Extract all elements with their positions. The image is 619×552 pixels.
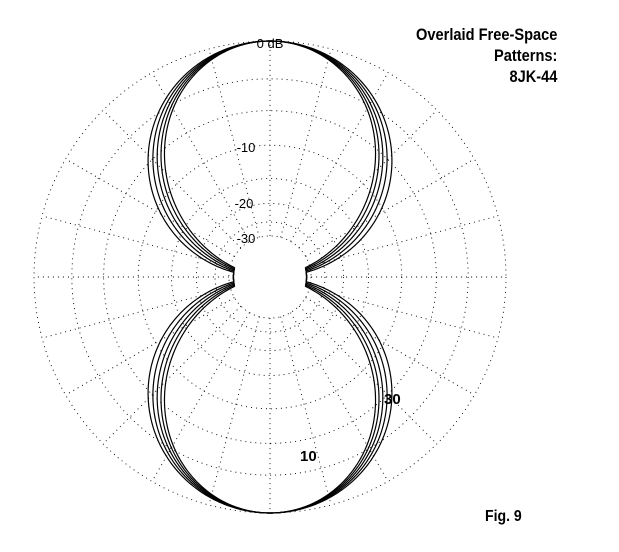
grid-ring	[214, 221, 326, 333]
ring-label-minus20: -20	[235, 196, 254, 211]
grid-spoke	[305, 158, 475, 257]
grid-spoke	[65, 158, 235, 257]
grid-spoke	[280, 48, 332, 238]
title-line-3: 8JK-44	[509, 67, 557, 86]
grid-ring	[228, 235, 312, 319]
grid-spoke	[298, 109, 438, 249]
grid-spoke	[298, 305, 438, 445]
series-annotations: 30 10	[300, 391, 401, 465]
grid-spoke	[305, 297, 475, 396]
annotation-10: 10	[300, 448, 317, 465]
annotation-30: 30	[384, 391, 401, 408]
title-line-2: Patterns:	[493, 46, 557, 65]
figure-label: Fig. 9	[485, 508, 522, 525]
grid-ring	[33, 40, 507, 514]
grid-ring	[71, 78, 469, 476]
grid-ring	[195, 202, 345, 352]
grid-spoke	[102, 305, 242, 445]
grid-spoke	[208, 316, 260, 506]
grid-spoke	[65, 297, 235, 396]
ring-labels: 0 dB -10 -20 -30	[235, 36, 284, 246]
pattern-series-5	[147, 40, 393, 514]
ring-label-0db: 0 dB	[257, 36, 284, 51]
polar-grid	[33, 40, 507, 514]
chart-title: Overlaid Free-Space Patterns: 8JK-44	[416, 24, 557, 87]
ring-label-minus10: -10	[237, 140, 256, 155]
title-line-1: Overlaid Free-Space	[415, 25, 557, 44]
pattern-series-3	[156, 40, 384, 514]
grid-spoke	[102, 109, 242, 249]
grid-spoke	[280, 316, 332, 506]
pattern-curves	[147, 40, 393, 514]
ring-label-minus30: -30	[237, 231, 256, 246]
grid-ring	[171, 178, 369, 376]
